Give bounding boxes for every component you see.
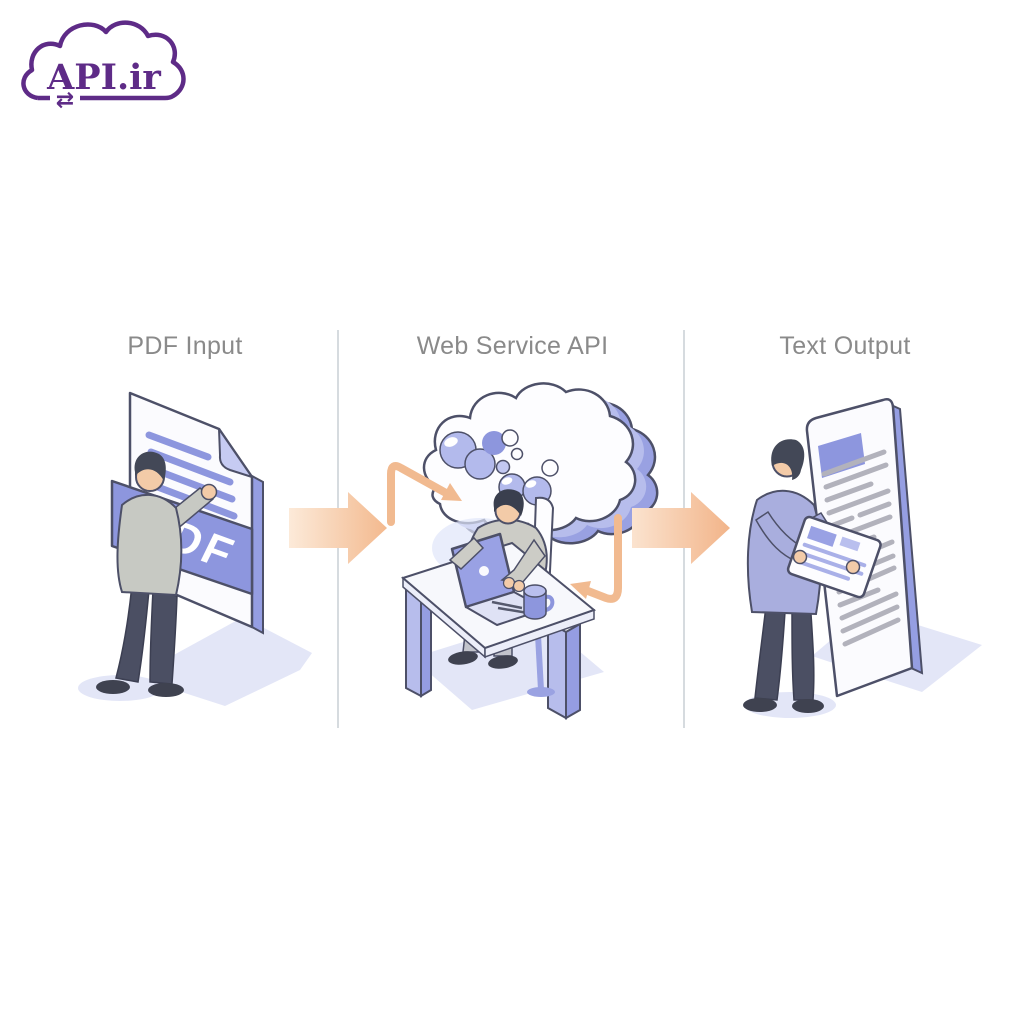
- flow-arrow-icon-2: [632, 492, 730, 564]
- person-left: [96, 451, 218, 697]
- person-right-hand-right: [845, 559, 861, 575]
- section-title-web-service-api: Web Service API: [416, 332, 609, 360]
- person-left-torso: [116, 493, 183, 597]
- web-service-illustration: [387, 382, 659, 720]
- section-title-text-output: Text Output: [779, 332, 911, 360]
- person-middle-arm-left: [448, 536, 485, 571]
- person-left-hand: [200, 483, 218, 501]
- person-right-hand-left: [792, 549, 808, 565]
- download-arrow-icon: [570, 514, 622, 603]
- person-right-hair: [771, 439, 805, 480]
- section-title-pdf-input: PDF Input: [127, 332, 243, 360]
- person-middle-hair: [493, 489, 524, 516]
- glyph-backing: [50, 91, 80, 105]
- folded-corner-icon: [218, 428, 253, 478]
- text-output-illustration: [743, 398, 982, 718]
- mug-icon: [523, 584, 555, 620]
- desk-scene: [400, 489, 597, 720]
- sync-arrows-icon: ⇄: [56, 88, 74, 113]
- person-right: [743, 439, 882, 713]
- flow-arrow-icon-1: [289, 492, 387, 564]
- api-ir-logo: API.ir ⇄: [21, 20, 186, 113]
- document-shadow: [150, 617, 312, 706]
- document-header-bar: [818, 433, 865, 478]
- pdf-input-illustration: PDF: [78, 391, 312, 706]
- upload-arrow-icon: [387, 462, 462, 526]
- cloud-logo-icon: [21, 20, 186, 101]
- person-left-hair: [134, 451, 166, 481]
- processing-cloud-icon: [422, 382, 659, 545]
